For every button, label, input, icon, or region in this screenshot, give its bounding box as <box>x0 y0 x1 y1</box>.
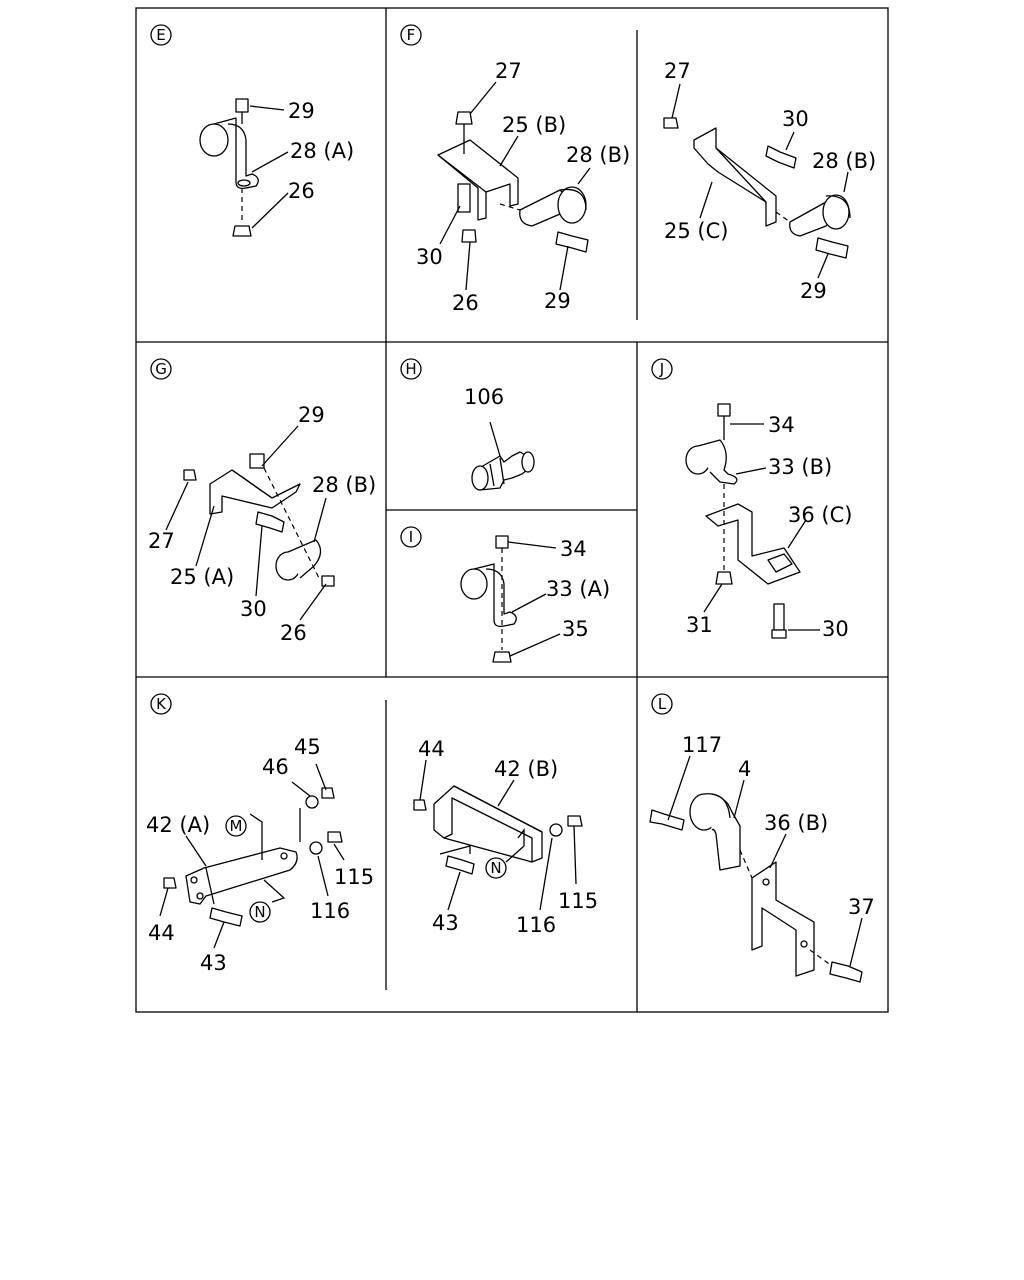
part-label: 26 <box>280 621 307 645</box>
part-label: 26 <box>452 291 479 315</box>
part-label: 43 <box>432 911 459 935</box>
callout-lines <box>667 755 863 967</box>
part-label: 42 (B) <box>494 757 558 781</box>
svg-text:F: F <box>407 26 416 44</box>
bracket-drawing <box>163 787 343 927</box>
part-label: 27 <box>664 59 691 83</box>
part-label: 31 <box>686 613 713 637</box>
part-label: 34 <box>560 537 587 561</box>
part-label: 4 <box>738 757 751 781</box>
part-label: 46 <box>262 755 289 779</box>
part-label: 29 <box>800 279 827 303</box>
section-k: K M N <box>146 693 374 975</box>
callout-lines <box>439 81 591 291</box>
part-label: 28 (B) <box>566 143 630 167</box>
part-label: 28 (A) <box>290 139 354 163</box>
bracket-drawing <box>685 403 801 639</box>
part-label: 106 <box>464 385 504 409</box>
part-label: 35 <box>562 617 589 641</box>
part-label: 37 <box>848 895 875 919</box>
svg-text:E: E <box>156 26 165 44</box>
section-l: L 117 4 36 (B) 37 <box>649 693 875 983</box>
part-label: 25 (C) <box>664 219 728 243</box>
part-label: 45 <box>294 735 321 759</box>
svg-text:I: I <box>409 528 413 546</box>
sub-marker-n: N <box>249 901 271 923</box>
section-marker-g: G <box>150 358 172 380</box>
part-label: 28 (B) <box>812 149 876 173</box>
part-label: 43 <box>200 951 227 975</box>
part-label: 44 <box>148 921 175 945</box>
sub-marker-n2: N <box>485 857 507 879</box>
svg-text:N: N <box>490 859 501 877</box>
part-label: 29 <box>288 99 315 123</box>
callout-lines <box>671 83 849 279</box>
part-label: 29 <box>298 403 325 427</box>
callout-lines <box>249 105 289 229</box>
part-label: 33 (B) <box>768 455 832 479</box>
part-label: 27 <box>148 529 175 553</box>
part-label: 30 <box>240 597 267 621</box>
part-label: 44 <box>418 737 445 761</box>
svg-text:K: K <box>156 695 167 713</box>
callout-lines <box>159 763 345 949</box>
callout-line <box>489 421 501 457</box>
section-h: H 106 <box>400 358 535 491</box>
part-label: 34 <box>768 413 795 437</box>
section-e: E 29 28 (A) 26 <box>150 24 354 237</box>
part-label: 29 <box>544 289 571 313</box>
callout-lines <box>507 541 561 657</box>
section-marker-h: H <box>400 358 422 380</box>
part-label: 30 <box>822 617 849 641</box>
part-label: 116 <box>516 913 556 937</box>
section-marker-k: K <box>150 693 172 715</box>
part-label: 25 (A) <box>170 565 234 589</box>
svg-text:H: H <box>405 360 416 378</box>
svg-text:G: G <box>155 360 167 378</box>
clamp-drawing <box>649 793 863 983</box>
section-marker-e: E <box>150 24 172 46</box>
bracket-drawing <box>663 117 851 259</box>
part-label: 117 <box>682 733 722 757</box>
part-label: 30 <box>782 107 809 131</box>
clamp-drawing <box>199 98 259 237</box>
svg-text:N: N <box>254 903 265 921</box>
section-j: J 34 33 (B) 36 (C) 31 30 <box>651 358 852 641</box>
svg-text:L: L <box>658 695 667 713</box>
part-label: 26 <box>288 179 315 203</box>
part-label: 30 <box>416 245 443 269</box>
bracket-drawing <box>183 453 335 587</box>
part-label: 36 (B) <box>764 811 828 835</box>
section-marker-j: J <box>651 358 673 380</box>
part-label: 116 <box>310 899 350 923</box>
grid-frame <box>135 7 889 1013</box>
section-marker-f: F <box>400 24 422 46</box>
section-f: F 27 25 (B) 28 (B) 30 26 29 <box>400 24 630 315</box>
section-k-sub: N 44 42 (B) 43 116 115 <box>413 737 598 937</box>
callout-lines <box>703 423 820 631</box>
sub-marker-m: M <box>225 815 247 837</box>
part-label: 115 <box>558 889 598 913</box>
section-g: G 29 28 (B) 27 25 (A) 30 26 <box>148 358 376 645</box>
clamp-drawing <box>460 535 517 663</box>
part-label: 27 <box>495 59 522 83</box>
callout-lines <box>165 425 327 621</box>
svg-text:M: M <box>230 817 243 835</box>
svg-text:J: J <box>659 360 664 378</box>
callout-lines <box>419 759 577 911</box>
part-label: 28 (B) <box>312 473 376 497</box>
section-i: I 34 33 (A) 35 <box>400 526 610 663</box>
part-label: 36 (C) <box>788 503 852 527</box>
bracket-drawing <box>437 111 589 253</box>
part-label: 25 (B) <box>502 113 566 137</box>
part-label: 42 (A) <box>146 813 210 837</box>
connector-drawing <box>471 451 535 491</box>
section-marker-l: L <box>651 693 673 715</box>
bracket-drawing <box>413 785 583 875</box>
part-label: 115 <box>334 865 374 889</box>
section-marker-i: I <box>400 526 422 548</box>
section-f-sub: 27 30 28 (B) 25 (C) 29 <box>663 59 876 303</box>
part-label: 33 (A) <box>546 577 610 601</box>
